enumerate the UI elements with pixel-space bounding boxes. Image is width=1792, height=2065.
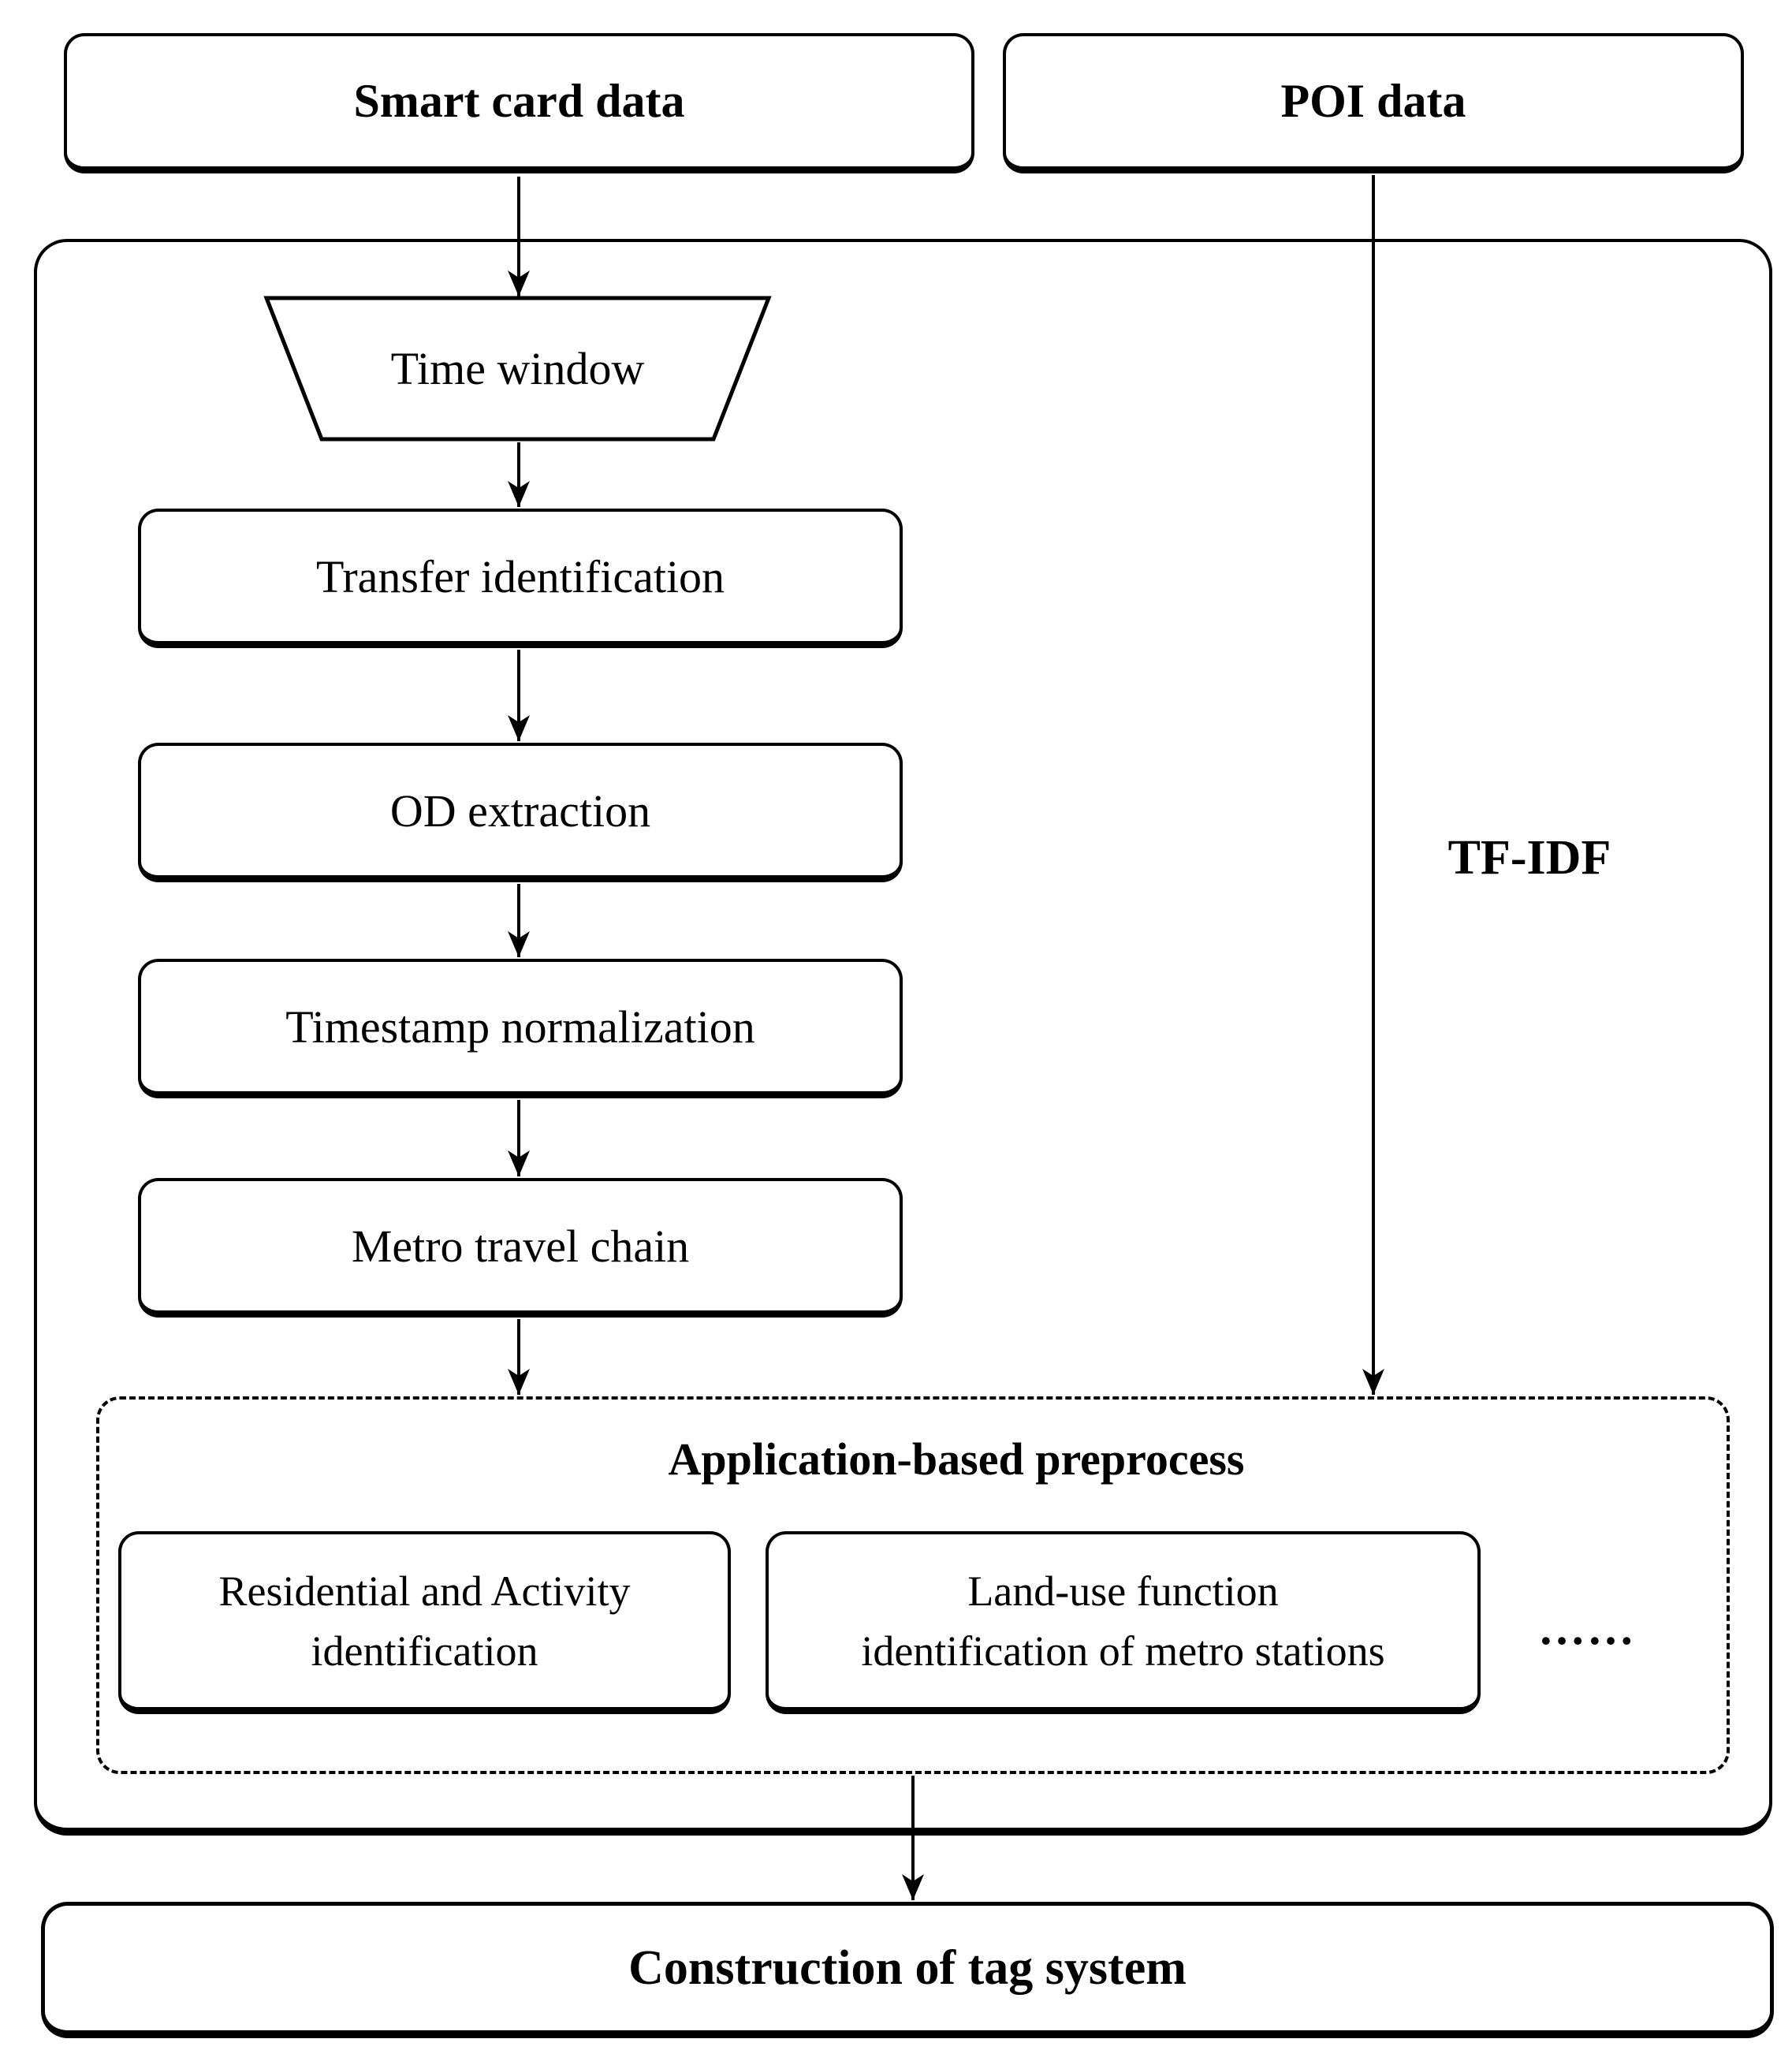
construction-of-tag-system-box: Construction of tag system: [41, 1902, 1774, 2038]
time-window-label: Time window: [390, 343, 645, 394]
construction-of-tag-system-label: Construction of tag system: [628, 1940, 1187, 1995]
poi-data-label: POI data: [1280, 75, 1466, 127]
processing-container-box: [34, 239, 1772, 1836]
transfer-identification-box: Transfer identification: [138, 509, 903, 648]
landuse-function-line1: Land-use function: [967, 1567, 1279, 1615]
poi-data-box: POI data: [1003, 33, 1744, 173]
application-preprocess-title: Application-based preprocess: [668, 1433, 1245, 1485]
metro-travel-chain-label: Metro travel chain: [351, 1220, 690, 1272]
timestamp-normalization-label: Timestamp normalization: [285, 1001, 755, 1053]
preprocess-ellipsis: ……: [1538, 1601, 1636, 1654]
metro-travel-chain-box: Metro travel chain: [138, 1178, 903, 1318]
application-preprocess-group: Application-based preprocess Residential…: [96, 1396, 1730, 1774]
transfer-identification-label: Transfer identification: [315, 550, 725, 602]
landuse-function-line2: identification of metro stations: [861, 1627, 1385, 1675]
residential-activity-identification-box: Residential and Activity identification: [118, 1531, 731, 1714]
landuse-function-identification-box: Land-use function identification of metr…: [766, 1531, 1481, 1714]
smart-card-data-label: Smart card data: [353, 75, 685, 127]
od-extraction-label: OD extraction: [389, 785, 651, 837]
timestamp-normalization-box: Timestamp normalization: [138, 959, 903, 1098]
residential-activity-line1: Residential and Activity: [218, 1567, 631, 1615]
od-extraction-box: OD extraction: [138, 743, 903, 882]
smart-card-data-box: Smart card data: [64, 33, 974, 173]
residential-activity-line2: identification: [311, 1627, 538, 1675]
tfidf-label: TF-IDF: [1447, 830, 1611, 885]
